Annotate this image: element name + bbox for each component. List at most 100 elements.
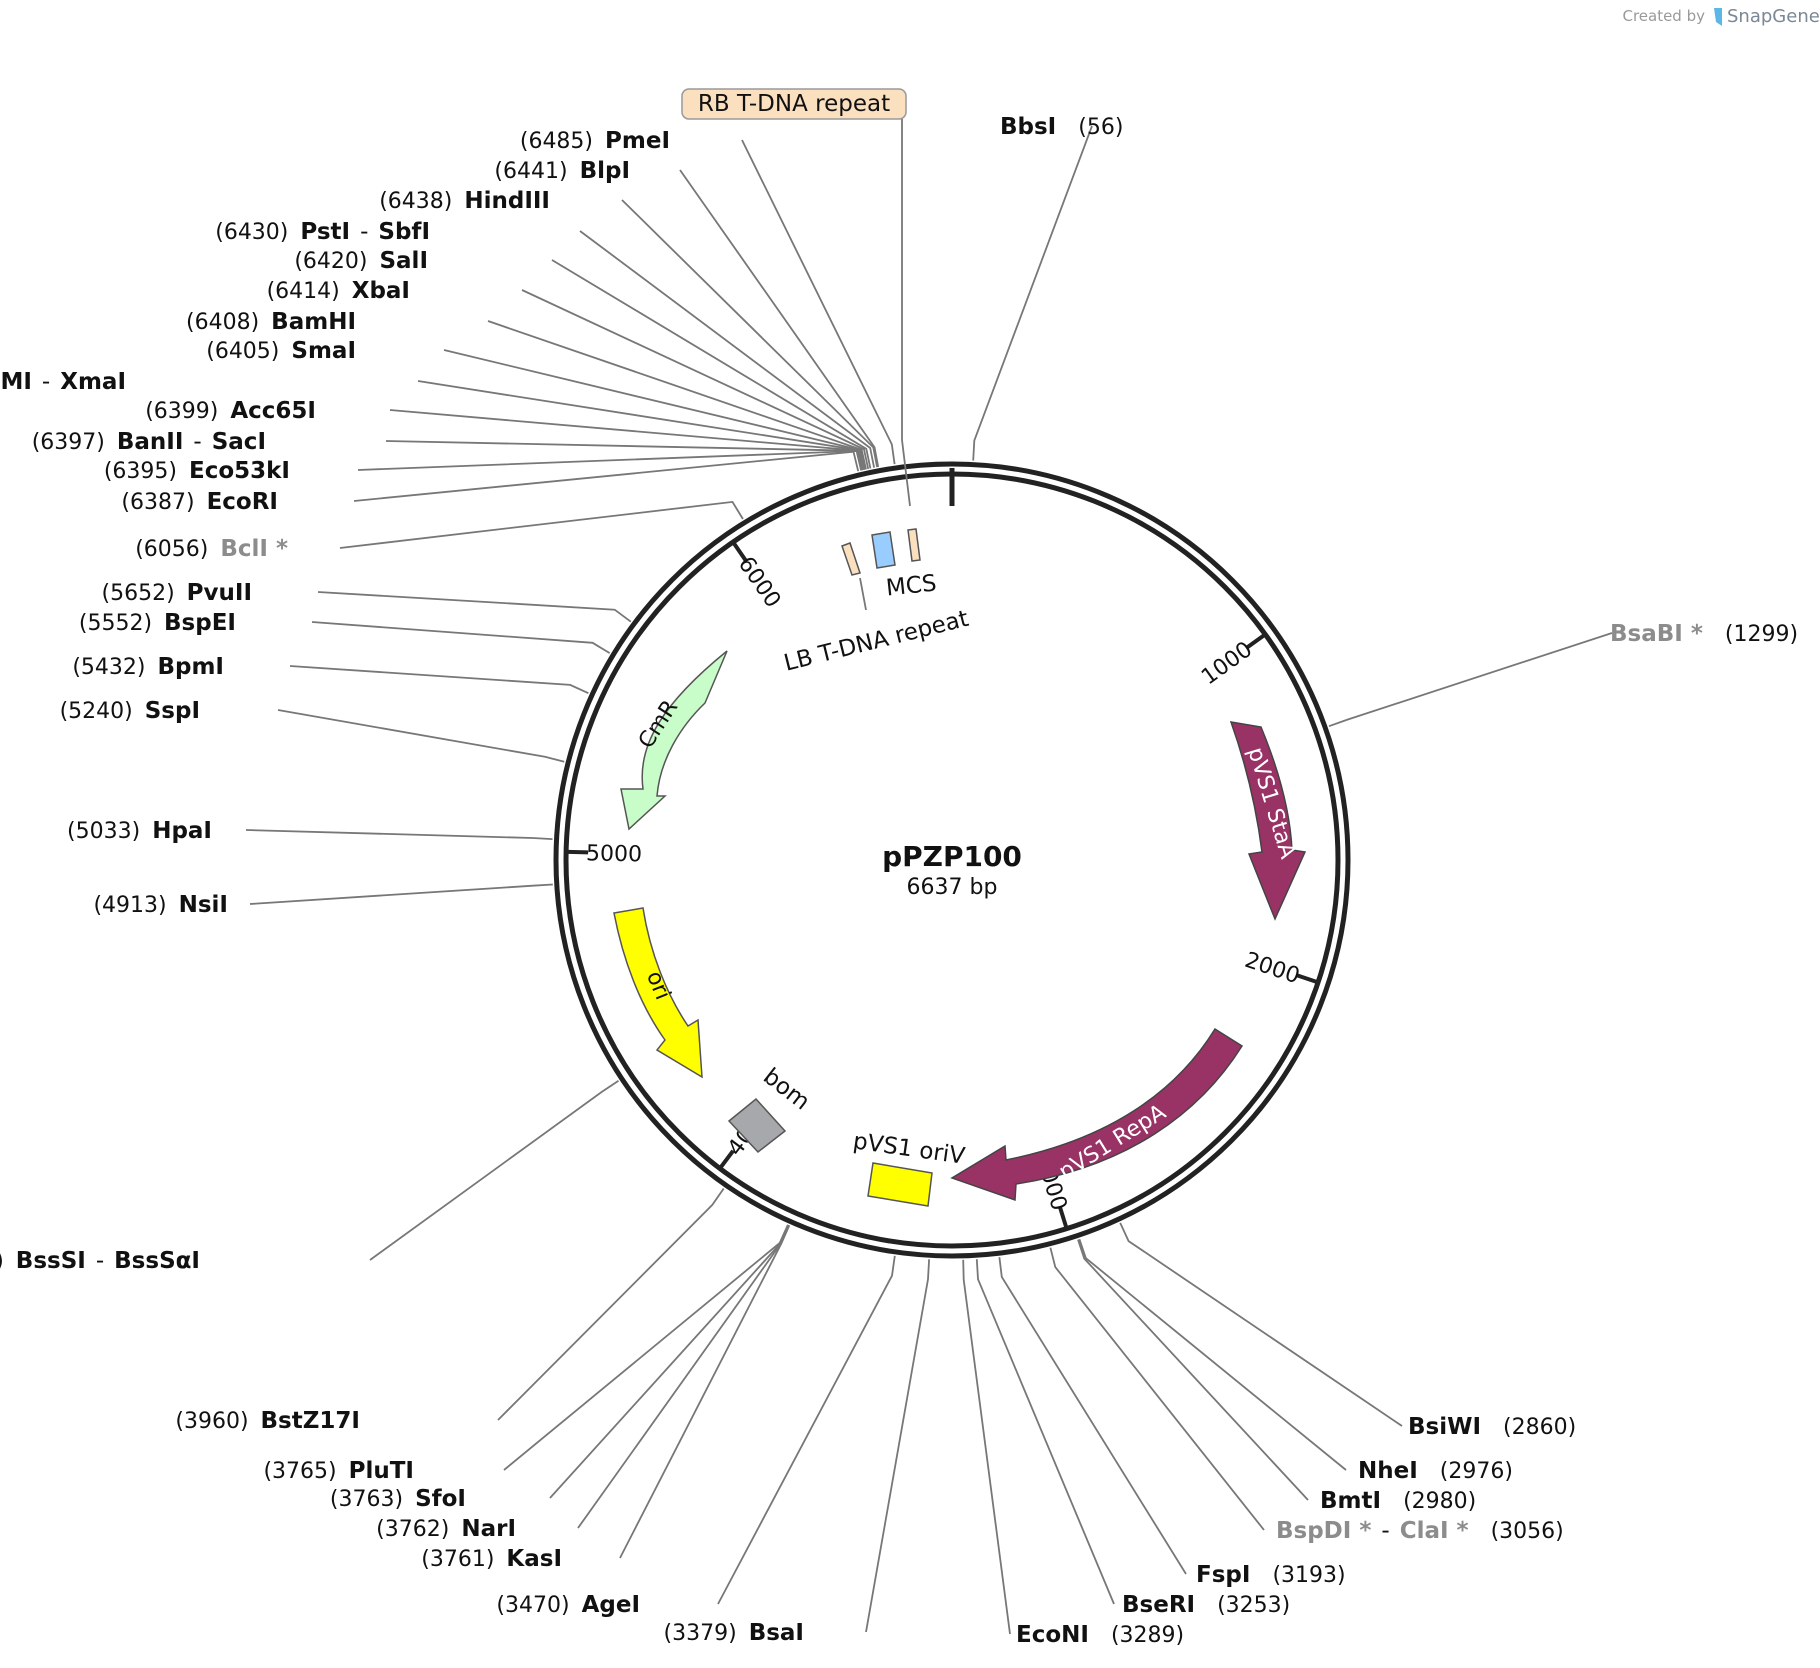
site-leader xyxy=(865,1259,930,1633)
rb-tdna-box[interactable] xyxy=(907,528,921,562)
mcs-box[interactable] xyxy=(871,531,896,569)
cmr-arrow[interactable] xyxy=(620,650,728,831)
site-position: (4360) xyxy=(0,1249,4,1274)
site-nsii[interactable]: (4913)NsiI xyxy=(93,883,553,919)
site-enzyme-name: BsaBI * xyxy=(1610,621,1703,647)
site-enzyme-name: SmaI xyxy=(291,338,356,364)
site-fspi[interactable]: FspI(3193) xyxy=(998,1257,1346,1588)
site-label: (3765)PluTI xyxy=(263,1458,414,1484)
site-label: (3763)SfoI xyxy=(330,1486,466,1512)
site-enzyme-name: BclI * xyxy=(220,536,288,562)
site-bcli[interactable]: (6056)BclI * xyxy=(135,500,744,562)
site-enzyme-name: ClaI * xyxy=(1400,1518,1469,1544)
site-leader xyxy=(741,139,896,465)
tick-4000 xyxy=(719,1149,735,1169)
site-sali[interactable]: (6420)SalI xyxy=(294,248,872,469)
watermark-brand: SnapGene xyxy=(1727,6,1820,27)
oriv-label: pVS1 oriV xyxy=(851,1128,966,1169)
site-bseri[interactable]: BseRI(3253) xyxy=(975,1259,1290,1618)
site-label: FspI(3193) xyxy=(1196,1562,1346,1588)
site-bspdi[interactable]: BspDI *-ClaI *(3056) xyxy=(1049,1247,1564,1544)
site-leader xyxy=(353,450,860,502)
snapgene-watermark: Created by SnapGene xyxy=(1622,6,1819,27)
site-enzyme-name: PvuII xyxy=(187,580,252,606)
site-nhei[interactable]: NheI(2976) xyxy=(1078,1238,1513,1484)
site-agei[interactable]: (3470)AgeI xyxy=(496,1255,896,1618)
site-bsai[interactable]: (3379)BsaI xyxy=(664,1259,930,1646)
site-bsiwi[interactable]: BsiWI(2860) xyxy=(1119,1222,1576,1440)
site-label: NheI(2976) xyxy=(1358,1458,1513,1484)
rb-label: RB T-DNA repeat xyxy=(698,91,890,117)
site-acc65i[interactable]: (6399)Acc65I xyxy=(145,398,864,471)
site-pvuii[interactable]: (5652)PvuII xyxy=(102,580,632,623)
restriction-sites: BbsI(56) BsaBI *(1299) BsiWI(2860) NheI(297… xyxy=(0,114,1798,1648)
site-enzyme-name: BssSαI xyxy=(114,1248,200,1274)
site-label: (5033)HpaI xyxy=(67,818,212,844)
tick-label-5000: 5000 xyxy=(586,841,643,867)
site-pluti[interactable]: (3765)PluTI xyxy=(263,1224,789,1484)
site-position: (56) xyxy=(1078,115,1123,140)
site-eco53ki[interactable]: (6395)Eco53kI xyxy=(104,450,863,484)
bom-box[interactable] xyxy=(727,1097,787,1154)
lb-label: LB T-DNA repeat xyxy=(781,606,971,677)
rb-label-box[interactable] xyxy=(681,88,907,120)
site-label: (6485)PmeI xyxy=(520,128,670,154)
site-blpi[interactable]: (6441)BlpI xyxy=(494,158,880,468)
site-separator: - xyxy=(360,219,368,245)
site-bsabi[interactable]: BsaBI *(1299) xyxy=(1328,621,1798,728)
site-enzyme-name: NarI xyxy=(461,1516,516,1542)
site-label: EcoNI(3289) xyxy=(1016,1622,1184,1648)
mcs-label: MCS xyxy=(885,570,938,601)
site-xbai[interactable]: (6414)XbaI xyxy=(267,278,870,470)
site-bspei[interactable]: (5552) BspEI xyxy=(79,610,611,654)
site-leader xyxy=(245,829,553,840)
site-enzyme-name: BmtI xyxy=(1320,1488,1381,1514)
site-leader xyxy=(311,621,611,654)
site-bstz17i[interactable]: (3960)BstZ17I xyxy=(175,1187,725,1435)
lb-tdna-box[interactable] xyxy=(841,542,861,576)
site-position: (6430) xyxy=(215,220,288,245)
site-position: (3193) xyxy=(1272,1563,1345,1588)
site-leader xyxy=(497,1187,725,1421)
site-hindiii[interactable]: (6438)HindIII xyxy=(379,188,878,468)
stra-arrow[interactable] xyxy=(1229,721,1307,921)
site-enzyme-name: PstI xyxy=(300,219,350,245)
site-label: (6430) PstI-SbfI xyxy=(215,219,430,245)
site-leader xyxy=(1049,1247,1265,1531)
site-position: (3761) xyxy=(421,1547,494,1572)
site-sspi[interactable]: (5240)SspI xyxy=(60,698,565,763)
repa-arrow[interactable] xyxy=(950,1027,1244,1202)
site-leader xyxy=(551,259,872,469)
site-smai[interactable]: (6405)SmaI xyxy=(206,338,866,470)
site-bamhi[interactable]: (6408)BamHI xyxy=(186,309,867,470)
site-enzyme-name: BsaI xyxy=(749,1620,804,1646)
site-label: BsiWI(2860) xyxy=(1408,1414,1576,1440)
plasmid-name: pPZP100 xyxy=(882,840,1022,873)
site-econi[interactable]: EcoNI(3289) xyxy=(962,1259,1184,1648)
site-enzyme-name: SspI xyxy=(145,698,200,724)
site-enzyme-name: HindIII xyxy=(464,188,550,214)
ori-arrow[interactable] xyxy=(613,907,703,1079)
site-bsssi[interactable]: (4360)BssSI-BssSαI xyxy=(0,1080,619,1274)
site-position: (6408) xyxy=(186,310,259,335)
site-position: (3289) xyxy=(1111,1623,1184,1648)
site-bbsi[interactable]: BbsI(56) xyxy=(972,114,1123,461)
site-bmti[interactable]: BmtI(2980) xyxy=(1077,1239,1476,1514)
site-label: (3960)BstZ17I xyxy=(175,1408,360,1434)
site-bpmi[interactable]: (5432)BpmI xyxy=(72,654,589,695)
site-psti[interactable]: (6430) PstI-SbfI xyxy=(215,219,875,468)
site-pmei[interactable]: (6485)PmeI xyxy=(520,128,896,465)
site-position: (5552) xyxy=(79,611,152,636)
site-separator: - xyxy=(1381,1518,1389,1544)
site-leader xyxy=(249,883,553,905)
site-hpai[interactable]: (5033)HpaI xyxy=(67,818,553,844)
oriv-box[interactable] xyxy=(867,1162,933,1207)
site-label: (6387)EcoRI xyxy=(121,489,278,515)
site-enzyme-name: SalI xyxy=(379,248,428,274)
site-enzyme-name: BspEI xyxy=(164,610,236,636)
site-enzyme-name: BspDI * xyxy=(1276,1518,1371,1544)
site-label: (6438)HindIII xyxy=(379,188,550,214)
stra-label: pVS1 StaA xyxy=(1242,744,1300,861)
site-banii[interactable]: (6397)BanII-SacI xyxy=(32,429,863,471)
site-enzyme-name: SbfI xyxy=(378,219,430,245)
